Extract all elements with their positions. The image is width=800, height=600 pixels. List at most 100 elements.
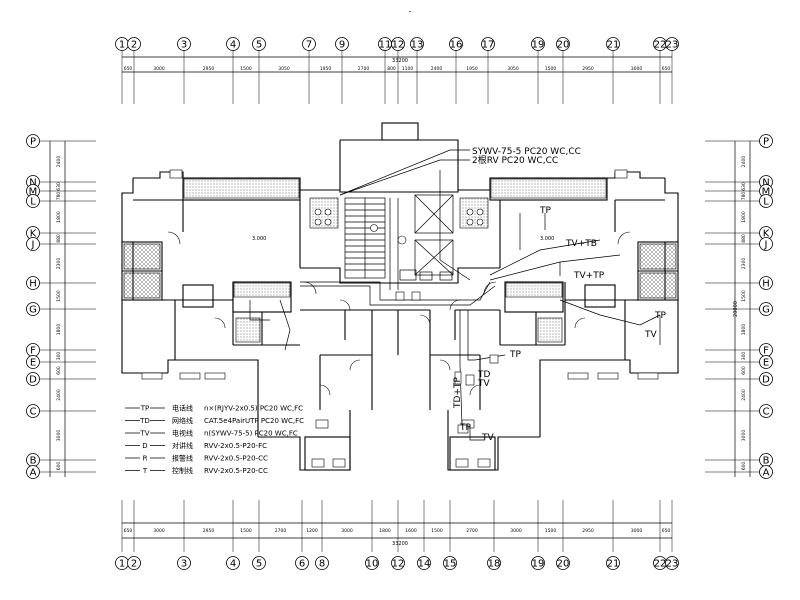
top-dimension-value: 3000 (153, 66, 165, 72)
legend-symbol: D (142, 442, 147, 450)
svg-text:23: 23 (666, 40, 679, 51)
svg-text:3: 3 (181, 559, 187, 570)
svg-text:6: 6 (299, 559, 305, 570)
level-left: 3.000 (252, 236, 266, 242)
top-dimension-value: 1950 (320, 66, 332, 72)
top-dimension-value: 1100 (402, 66, 414, 72)
side-dimension-value: 300 (56, 352, 62, 361)
top-dimension-lines (122, 56, 672, 73)
bottom-dimension-value: 2950 (203, 528, 215, 534)
grid-bubble-right-P: P (759, 134, 773, 148)
svg-text:5: 5 (256, 40, 262, 51)
legend-symbol: T (142, 467, 148, 475)
grid-bubble-top-13: 13 (410, 37, 424, 51)
side-dimension-value: 1500 (56, 290, 62, 302)
svg-text:13: 13 (411, 40, 424, 51)
hatched-areas (123, 178, 677, 343)
top-dimension-value: 2950 (203, 66, 215, 72)
svg-text:N: N (29, 178, 36, 189)
svg-text:18: 18 (488, 559, 501, 570)
grid-bubble-bottom-14: 14 (417, 556, 431, 570)
grid-bubble-bottom-12: 12 (391, 556, 405, 570)
side-dimension-value: 2400 (741, 389, 747, 401)
grid-bubble-bottom-19: 19 (531, 556, 545, 570)
side-dimension-value: 2400 (741, 156, 747, 168)
side-dimension-value: 1800 (56, 211, 62, 223)
svg-text:B: B (763, 456, 770, 467)
svg-text:D: D (762, 375, 770, 386)
grid-bubble-left-H: H (26, 276, 40, 290)
bottom-dimension-value: 1500 (545, 528, 557, 534)
grid-bubble-top-23: 23 (665, 37, 679, 51)
grid-bubble-bottom-1: 1 (115, 556, 129, 570)
grid-bubble-bottom-4: 4 (226, 556, 240, 570)
grid-bubble-left-J: J (26, 237, 40, 251)
svg-text:C: C (763, 407, 770, 418)
grid-bubble-top-5: 5 (252, 37, 266, 51)
svg-text:22: 22 (654, 40, 667, 51)
note-tv-center: TV (477, 379, 490, 389)
side-dimension-value: 300 (741, 352, 747, 361)
grid-bubble-left-L: L (26, 194, 40, 208)
legend-description: 网络线 (172, 416, 193, 425)
note-td: TD (477, 370, 490, 380)
grid-bubble-top-17: 17 (481, 37, 495, 51)
bottom-dimension-value: 2950 (582, 528, 594, 534)
legend-spec: CAT.5e4PairUTP PC20 WC,FC (204, 417, 304, 425)
svg-text:2: 2 (131, 40, 137, 51)
bottom-dimension-value: 3000 (341, 528, 353, 534)
svg-text:F: F (763, 346, 769, 357)
svg-text:22: 22 (654, 559, 667, 570)
svg-text:G: G (29, 305, 37, 316)
grid-bubble-right-A: A (759, 465, 773, 479)
svg-text:D: D (29, 375, 37, 386)
legend-spec: RVV-2x0.5-P20-FC (204, 442, 267, 450)
side-dimension-value: 880 (56, 234, 62, 243)
top-dimension-value: 3050 (278, 66, 290, 72)
svg-text:N: N (762, 178, 769, 189)
grid-bubble-right-C: C (759, 404, 773, 418)
note-tp-upper: TP (539, 206, 551, 216)
side-dimension-value: 630 (56, 182, 62, 191)
svg-text:14: 14 (418, 559, 431, 570)
note-tv-right: TV (644, 330, 657, 340)
side-dimension-value: 780 (741, 192, 747, 201)
side-dimension-value: 600 (741, 366, 747, 375)
side-dimension-value: 880 (741, 234, 747, 243)
legend-symbol: TD (139, 417, 150, 425)
legend-description: 电话线 (172, 404, 193, 413)
grid-bubble-top-19: 19 (531, 37, 545, 51)
svg-text:21: 21 (607, 40, 620, 51)
grid-bubble-right-J: J (759, 237, 773, 251)
note-tv-lower: TV (481, 433, 494, 443)
grid-bubble-right-G: G (759, 302, 773, 316)
svg-text:9: 9 (339, 40, 345, 51)
svg-text:16: 16 (450, 40, 463, 51)
device-symbols (314, 208, 499, 434)
grid-bubble-top-21: 21 (606, 37, 620, 51)
top-dimension-total: 33200 (392, 58, 408, 64)
grid-bubble-right-E: E (759, 355, 773, 369)
grid-bubble-right-B: B (759, 453, 773, 467)
legend-description: 报警线 (172, 454, 193, 463)
bottom-dimension-value: 1500 (431, 528, 443, 534)
grid-bubble-left-B: B (26, 453, 40, 467)
grid-bubble-left-P: P (26, 134, 40, 148)
grid-bubble-bottom-3: 3 (177, 556, 191, 570)
bottom-dimension-value: 3000 (510, 528, 522, 534)
grid-bubble-right-H: H (759, 276, 773, 290)
grid-bubble-bottom-18: 18 (487, 556, 501, 570)
legend-spec: RVV-2x0.5-P20-CC (204, 455, 268, 463)
svg-text:19: 19 (532, 40, 545, 51)
note-tp-center: TP (509, 350, 521, 360)
svg-text:11: 11 (379, 40, 392, 51)
side-dimension-value: 630 (741, 182, 747, 191)
side-dimension-value: 2300 (56, 258, 62, 270)
grid-bubble-bottom-10: 10 (365, 556, 379, 570)
